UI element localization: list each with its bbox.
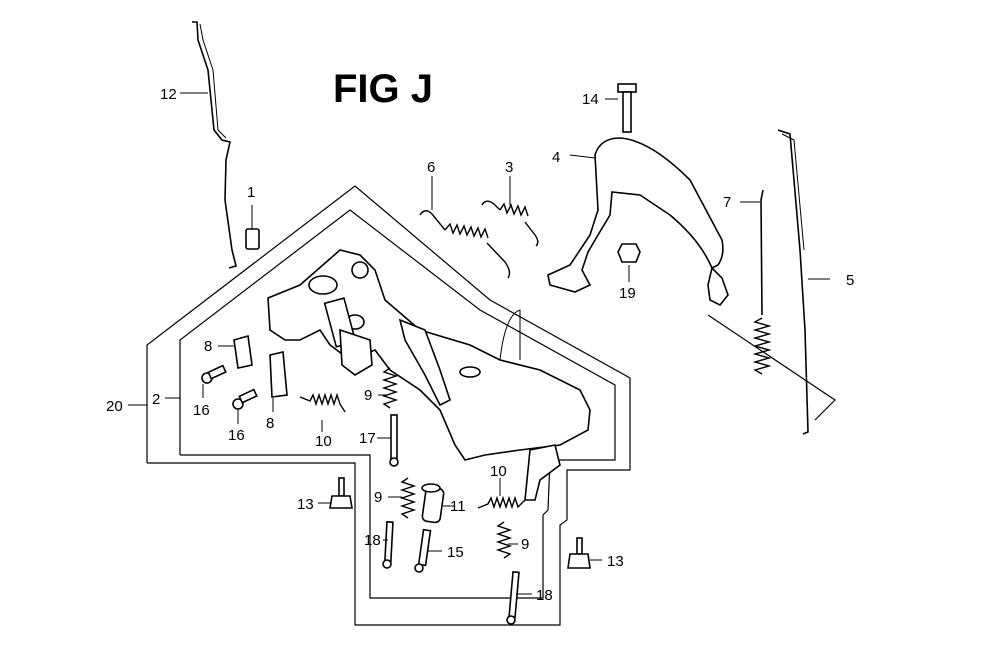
part-13b-bolt: [567, 537, 602, 569]
callout-10a: 10: [315, 433, 332, 450]
main-bracket-assembly: [267, 249, 591, 501]
part-18a-pin: [382, 521, 394, 569]
part-17-pin: [377, 414, 399, 467]
part-10b-spring: [477, 478, 526, 510]
callout-13b: 13: [607, 553, 624, 570]
callout-10b: 10: [490, 463, 507, 480]
part-10a-spring: [299, 392, 346, 432]
callout-9a: 9: [364, 387, 372, 404]
callout-7: 7: [723, 194, 731, 211]
callout-19: 19: [619, 285, 636, 302]
callout-15: 15: [447, 544, 464, 561]
part-8a-cam: [218, 334, 253, 369]
part-11-sleeve: [421, 483, 454, 524]
part-13a-bolt: [318, 477, 353, 509]
callout-17: 17: [359, 430, 376, 447]
callout-8a: 8: [204, 338, 212, 355]
callout-16a: 16: [193, 402, 210, 419]
callout-16b: 16: [228, 427, 245, 444]
part-9c-spring: [495, 521, 518, 559]
callout-6: 6: [427, 159, 435, 176]
part-9a-spring: [378, 367, 399, 409]
callout-1: 1: [247, 184, 255, 201]
callout-18a: 18: [364, 532, 381, 549]
part-9b-spring: [388, 477, 417, 519]
part-14-bolt: [605, 83, 637, 133]
figure-title: FIG J: [333, 67, 433, 111]
group-5-7-lines: [707, 314, 836, 421]
callout-18b: 18: [536, 587, 553, 604]
group-outline-outer: [146, 185, 631, 626]
callout-9b: 9: [374, 489, 382, 506]
callout-3: 3: [505, 159, 513, 176]
part-8b-cam: [269, 351, 288, 412]
part-12-rod: [192, 21, 237, 269]
part-1-clip: [245, 205, 260, 250]
part-5-rod: [777, 129, 830, 435]
callout-4: 4: [552, 149, 560, 166]
part-16b-screw: [232, 388, 258, 424]
callout-8b: 8: [266, 415, 274, 432]
part-18b-pin: [506, 570, 532, 625]
part-6-spring: [419, 176, 511, 279]
part-19-nut: [617, 243, 641, 282]
callout-13a: 13: [297, 496, 314, 513]
callout-2: 2: [152, 391, 160, 408]
part-3-spring: [481, 176, 539, 247]
part-4-lever: [547, 137, 729, 307]
callout-11: 11: [450, 498, 466, 515]
callout-5: 5: [846, 272, 854, 289]
callout-9c: 9: [521, 536, 529, 553]
callout-20: 20: [106, 398, 123, 415]
part-15-screw: [414, 528, 442, 573]
callout-14: 14: [582, 91, 599, 108]
part-16a-screw: [201, 364, 227, 398]
callout-12: 12: [160, 86, 177, 103]
